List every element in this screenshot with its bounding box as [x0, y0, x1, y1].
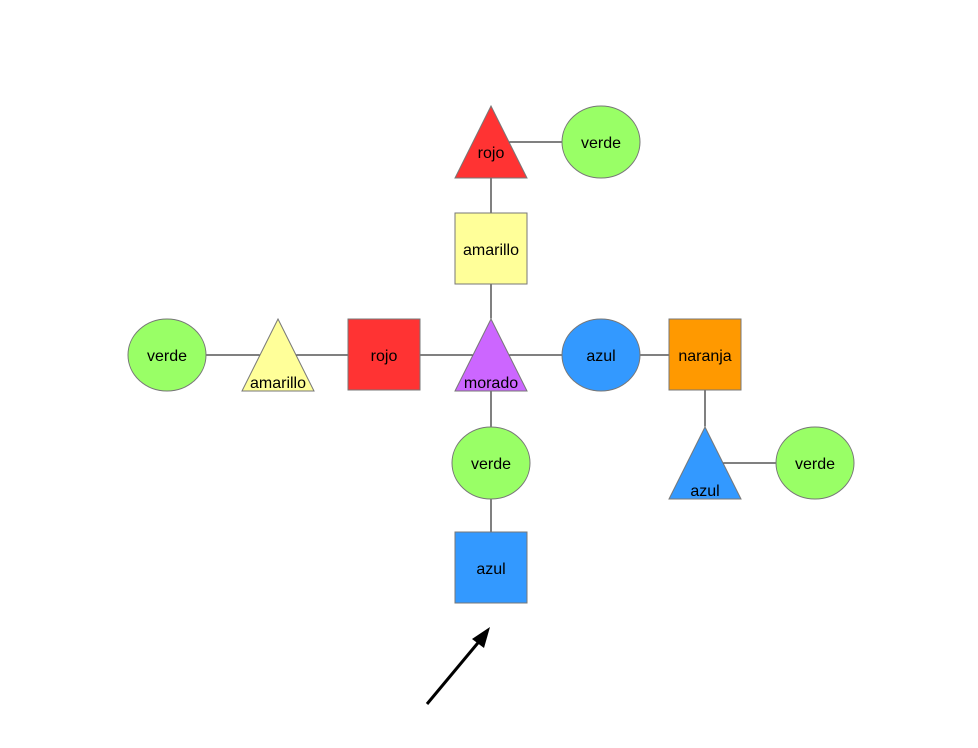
- node-label: verde: [795, 456, 835, 473]
- node-label: amarillo: [250, 375, 306, 392]
- triangle-shape: [241, 317, 315, 392]
- circle-shape: [561, 105, 641, 179]
- node-label: morado: [464, 375, 518, 392]
- node-azul-square[interactable]: azul: [454, 531, 528, 604]
- node-label: verde: [147, 348, 187, 365]
- node-verde-circle[interactable]: verde: [451, 426, 531, 500]
- node-label: azul: [476, 561, 505, 578]
- node-azul-triangle[interactable]: azul: [668, 425, 742, 500]
- square-shape: [347, 318, 421, 391]
- node-rojo-square[interactable]: rojo: [347, 318, 421, 391]
- node-label: amarillo: [463, 242, 519, 259]
- node-label: azul: [586, 348, 615, 365]
- node-verde-circle[interactable]: verde: [561, 105, 641, 179]
- node-label: verde: [581, 135, 621, 152]
- node-verde-circle[interactable]: verde: [127, 318, 207, 392]
- node-label: rojo: [371, 348, 398, 365]
- circle-shape: [127, 318, 207, 392]
- triangle-shape: [454, 317, 528, 392]
- node-morado-triangle[interactable]: morado: [454, 317, 528, 392]
- node-label: rojo: [478, 145, 505, 162]
- node-label: naranja: [678, 348, 731, 365]
- circle-shape: [451, 426, 531, 500]
- square-shape: [454, 531, 528, 604]
- node-azul-circle[interactable]: azul: [561, 318, 641, 392]
- pointer-arrow: [425, 627, 490, 705]
- nodes: rojo verde amarillo verde amarillo rojo morado…: [127, 104, 855, 604]
- square-shape: [668, 318, 742, 391]
- node-label: verde: [471, 456, 511, 473]
- node-verde-circle[interactable]: verde: [775, 426, 855, 500]
- node-amarillo-triangle[interactable]: amarillo: [241, 317, 315, 392]
- triangle-shape: [454, 104, 528, 179]
- node-amarillo-square[interactable]: amarillo: [454, 212, 528, 285]
- circle-shape: [775, 426, 855, 500]
- node-label: azul: [690, 483, 719, 500]
- triangle-shape: [668, 425, 742, 500]
- square-shape: [454, 212, 528, 285]
- node-naranja-square[interactable]: naranja: [668, 318, 742, 391]
- node-rojo-triangle[interactable]: rojo: [454, 104, 528, 179]
- circle-shape: [561, 318, 641, 392]
